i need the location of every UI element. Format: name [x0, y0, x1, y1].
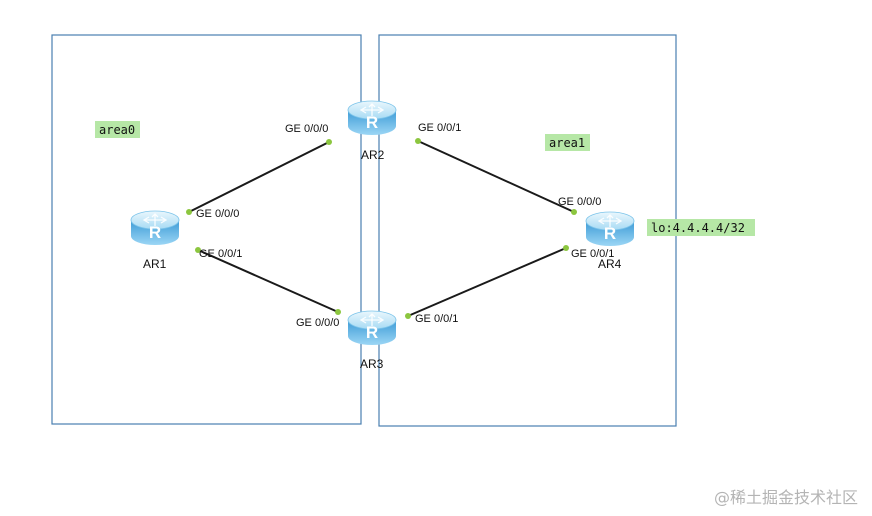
area0-box: [51, 34, 362, 425]
router-icon: [130, 210, 180, 246]
loopback-label: lo:4.4.4.4/32: [651, 221, 745, 235]
port-marker: [415, 138, 421, 144]
port-label-ar3-ge000: GE 0/0/0: [296, 317, 339, 329]
link-ar3-ar4[interactable]: [407, 247, 567, 317]
port-label-ar4-ge000: GE 0/0/0: [558, 196, 601, 208]
port-label-ar3-ge001: GE 0/0/1: [415, 313, 458, 325]
port-marker: [563, 245, 569, 251]
link-ar1-ar3[interactable]: [197, 249, 339, 313]
port-label-ar2-ge000: GE 0/0/0: [285, 123, 328, 135]
router-ar1[interactable]: [130, 210, 180, 246]
port-marker: [335, 309, 341, 315]
area0-label: area0: [99, 123, 135, 137]
router-label-ar4: AR4: [598, 257, 622, 271]
router-label-ar3: AR3: [360, 357, 384, 371]
router-icon: [347, 310, 397, 346]
router-icon: [585, 211, 635, 247]
port-marker: [405, 313, 411, 319]
watermark-text: @稀土掘金技术社区: [713, 488, 858, 507]
port-marker: [195, 247, 201, 253]
router-label-ar2: AR2: [361, 148, 385, 162]
area0-tag: area0: [95, 121, 140, 138]
router-ar3[interactable]: [347, 310, 397, 346]
router-icon: [347, 100, 397, 136]
port-marker: [571, 209, 577, 215]
area1-tag: area1: [545, 134, 590, 151]
link-ar1-ar2[interactable]: [188, 141, 330, 213]
port-label-ar1-ge001: GE 0/0/1: [199, 248, 242, 260]
link-ar2-ar4[interactable]: [417, 140, 575, 213]
port-label-ar1-ge000: GE 0/0/0: [196, 208, 239, 220]
port-label-ar2-ge001: GE 0/0/1: [418, 122, 461, 134]
area1-label: area1: [549, 136, 585, 150]
router-ar4[interactable]: [585, 211, 635, 247]
loopback-tag: lo:4.4.4.4/32: [647, 219, 755, 236]
router-label-ar1: AR1: [143, 257, 167, 271]
port-label-ar4-ge001: GE 0/0/1: [571, 248, 614, 260]
router-ar2[interactable]: [347, 100, 397, 136]
port-marker: [326, 139, 332, 145]
port-marker: [186, 209, 192, 215]
